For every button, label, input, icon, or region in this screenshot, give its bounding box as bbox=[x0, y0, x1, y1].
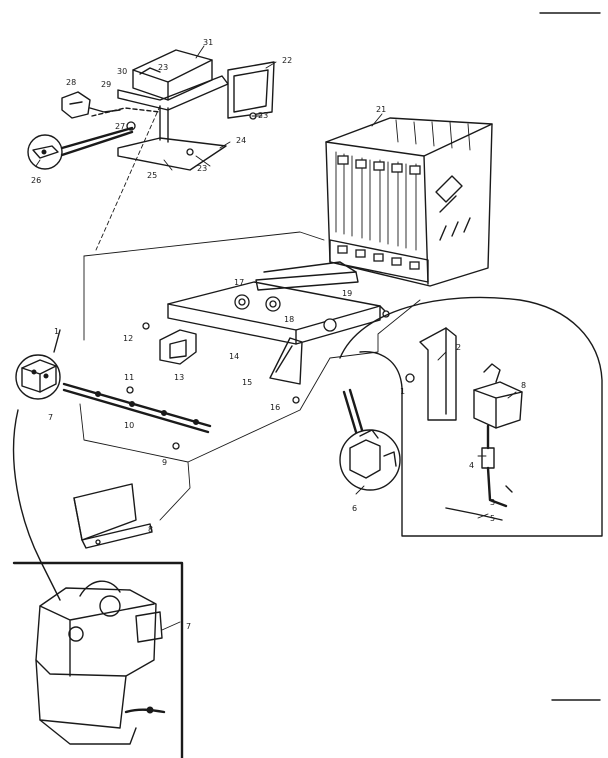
callout-24: 24 bbox=[236, 136, 246, 145]
callout-1b: 1 bbox=[400, 387, 405, 396]
callout-17: 17 bbox=[234, 278, 244, 287]
base-outline bbox=[79, 105, 421, 521]
callout-15: 15 bbox=[242, 378, 252, 387]
callout-4: 4 bbox=[469, 461, 474, 470]
callout-3: 3 bbox=[490, 498, 495, 507]
pilot-burner-inset bbox=[339, 388, 401, 491]
callout-5: 5 bbox=[490, 514, 495, 523]
callout-31: 31 bbox=[203, 38, 213, 47]
callout-2: 2 bbox=[456, 343, 461, 352]
callout-8b: 8 bbox=[521, 381, 526, 390]
callout-22: 22 bbox=[282, 56, 292, 65]
leader-lines bbox=[35, 45, 517, 631]
callout-29: 29 bbox=[101, 80, 111, 89]
gas-valve-small bbox=[12, 329, 61, 601]
callout-14: 14 bbox=[229, 352, 239, 361]
heat-exchanger bbox=[325, 117, 493, 287]
base-pan bbox=[73, 483, 153, 549]
burner-manifold bbox=[159, 261, 390, 385]
callout-labels: 31 22 23 30 28 29 23 27 24 23 25 26 21 1… bbox=[31, 38, 526, 631]
callout-25: 25 bbox=[147, 171, 157, 180]
callout-23b: 23 bbox=[258, 111, 268, 120]
callout-27: 27 bbox=[115, 122, 125, 131]
callout-7b: 7 bbox=[186, 622, 191, 631]
callout-7a: 7 bbox=[48, 413, 53, 422]
callout-12: 12 bbox=[123, 334, 133, 343]
callout-11: 11 bbox=[124, 373, 134, 382]
callout-10: 10 bbox=[124, 421, 134, 430]
callout-26: 26 bbox=[31, 176, 41, 185]
callout-16: 16 bbox=[270, 403, 280, 412]
callout-6: 6 bbox=[352, 504, 357, 513]
callout-19: 19 bbox=[342, 289, 352, 298]
callout-21: 21 bbox=[376, 105, 386, 114]
gas-manifold-pipe bbox=[62, 322, 300, 450]
main-gas-valve-inset bbox=[12, 561, 184, 758]
pilot-assembly bbox=[339, 296, 603, 537]
callout-13: 13 bbox=[174, 373, 184, 382]
callout-18: 18 bbox=[284, 315, 294, 324]
callout-1a: 1 bbox=[54, 327, 59, 336]
callout-23a: 23 bbox=[158, 63, 168, 72]
callout-28: 28 bbox=[66, 78, 76, 87]
callout-8a: 8 bbox=[148, 525, 153, 534]
orifice-inset bbox=[27, 126, 134, 170]
callout-23c: 23 bbox=[197, 164, 207, 173]
callout-9: 9 bbox=[162, 458, 167, 467]
callout-30: 30 bbox=[117, 67, 127, 76]
